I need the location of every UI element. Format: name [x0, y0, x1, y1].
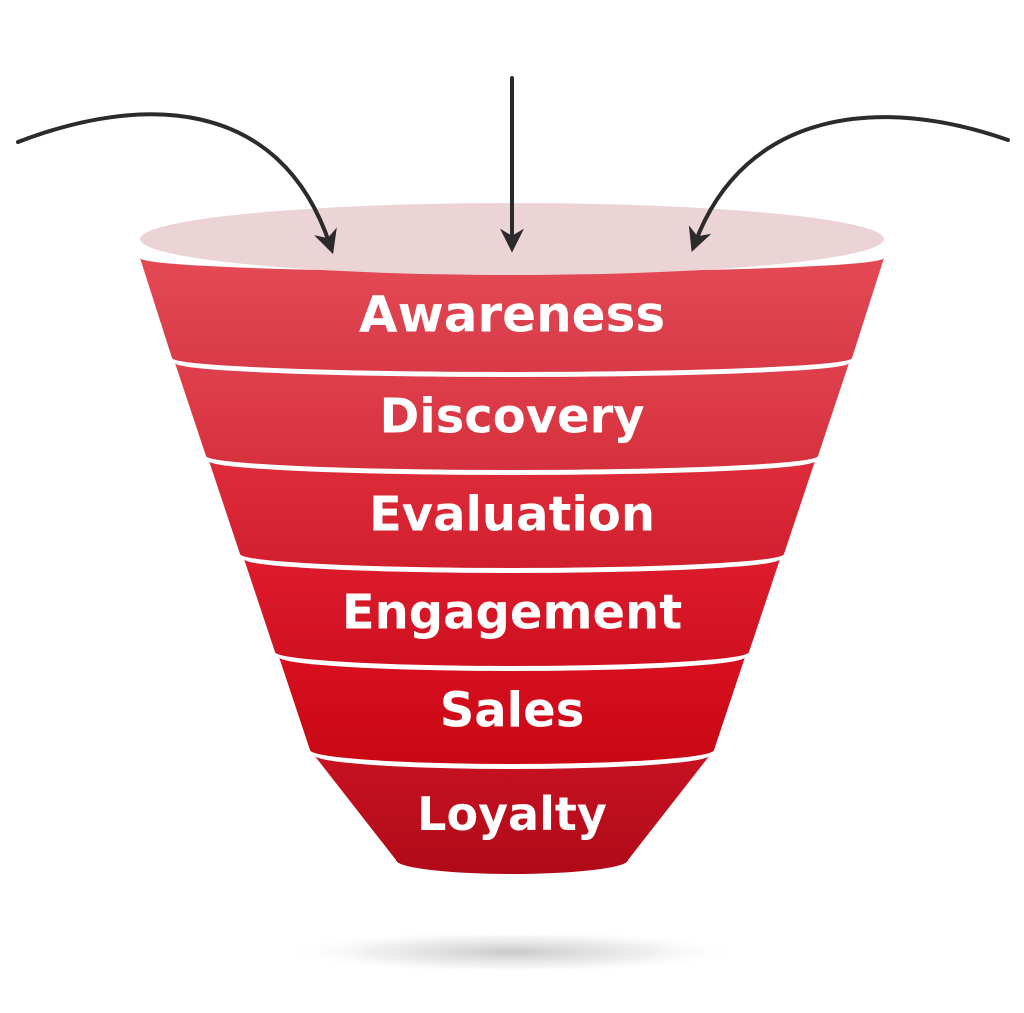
funnel-stage-label: Evaluation: [369, 486, 655, 542]
funnel-shadow: [282, 930, 742, 974]
funnel-stage-loyalty: [314, 755, 710, 874]
funnel-stage-evaluation: [209, 461, 815, 568]
funnel-stage-label: Loyalty: [417, 787, 607, 841]
inflow-arrow-left-icon: [16, 112, 337, 255]
funnel-stage-label: Sales: [440, 682, 585, 738]
funnel-stages: AwarenessDiscoveryEvaluationEngagementSa…: [140, 258, 884, 874]
funnel-stage-discovery: [175, 363, 849, 470]
funnel-stage-label: Discovery: [379, 388, 644, 444]
funnel-stage-engagement: [244, 559, 780, 666]
funnel-stage-awareness: [140, 258, 884, 372]
funnel-stage-label: Engagement: [342, 584, 682, 640]
inflow-arrow-right-icon: [688, 115, 1010, 252]
inflow-arrows: [16, 76, 1010, 255]
funnel-stage-label: Awareness: [359, 285, 665, 343]
funnel-stage-sales: [279, 657, 745, 764]
